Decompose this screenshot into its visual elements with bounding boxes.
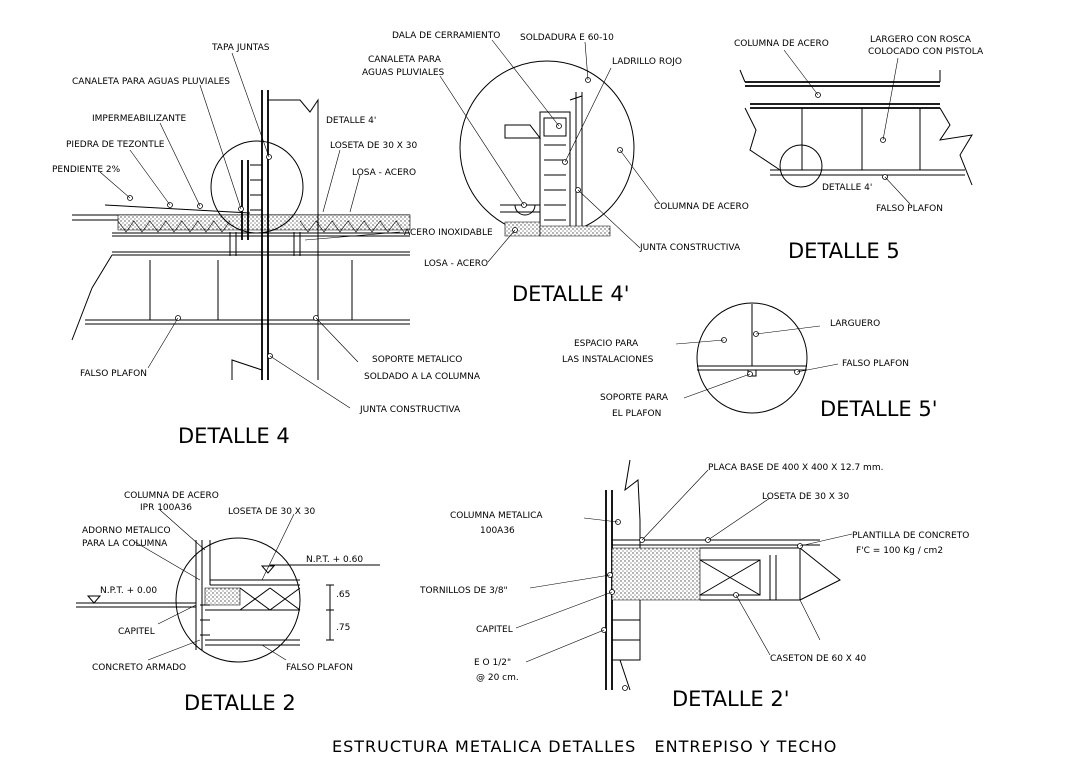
label-estribo: E O 1/2" <box>474 658 511 668</box>
label-concreto-armado: CONCRETO ARMADO <box>92 663 186 673</box>
label-instalaciones: LAS INSTALACIONES <box>562 355 654 365</box>
detalle-4p-drawing <box>439 39 661 263</box>
heading-detalle-5p: DETALLE 5' <box>820 397 937 421</box>
label-junta-constructiva: JUNTA CONSTRUCTIVA <box>639 243 741 253</box>
label-largero-rosca: LARGERO CON ROSCA <box>870 35 972 45</box>
label-aguas-pluviales: AGUAS PLUVIALES <box>362 68 445 78</box>
sheet-title: ESTRUCTURA METALICA DETALLES ENTREPISO Y… <box>332 737 837 756</box>
label-impermeabilizante: IMPERMEABILIZANTE <box>92 114 186 124</box>
label-tapa-juntas: TAPA JUNTAS <box>211 43 270 53</box>
detalle-2-drawing <box>76 509 380 663</box>
detail-callout-circle <box>459 60 635 236</box>
label-columna-metalica: COLUMNA METALICA <box>450 511 543 521</box>
label-plantilla-concreto: PLANTILLA DE CONCRETO <box>852 531 969 541</box>
label-placa-base: PLACA BASE DE 400 X 400 X 12.7 mm. <box>708 463 883 473</box>
label-junta-constructiva: JUNTA CONSTRUCTIVA <box>359 405 461 415</box>
label-piedra-tezontle: PIEDRA DE TEZONTLE <box>66 140 165 150</box>
label-loseta: LOSETA DE 30 X 30 <box>228 507 316 517</box>
label-npt-000: N.P.T. + 0.00 <box>100 586 157 596</box>
label-loseta: LOSETA DE 30 X 30 <box>762 492 850 502</box>
heading-detalle-4: DETALLE 4 <box>178 424 290 448</box>
heading-detalle-2p: DETALLE 2' <box>672 687 789 711</box>
label-npt-060: N.P.T. + 0.60 <box>306 555 363 565</box>
label-ipr: IPR 100A36 <box>140 503 192 513</box>
label-pendiente: PENDIENTE 2% <box>52 165 121 175</box>
label-losa-acero: LOSA - ACERO <box>424 259 488 269</box>
detalle-2p-drawing <box>515 459 853 691</box>
label-detalle-4-ref: DETALLE 4' <box>326 116 376 126</box>
label-adorno-metalico: ADORNO METALICO <box>82 526 171 536</box>
label-detalle-4-ref: DETALLE 4' <box>822 183 872 193</box>
detail-callout-circle <box>779 144 823 188</box>
label-falso-plafon: FALSO PLAFON <box>842 359 909 369</box>
label-soporte-para: SOPORTE PARA <box>600 393 669 403</box>
label-colocado-pistola: COLOCADO CON PISTOLA <box>868 47 984 57</box>
label-ladrillo-rojo: LADRILLO ROJO <box>612 57 682 67</box>
label-falso-plafon: FALSO PLAFON <box>286 663 353 673</box>
detail-callout-circle <box>175 537 301 663</box>
label-losa-acero: LOSA - ACERO <box>352 168 416 178</box>
label-acero-inoxidable: ACERO INOXIDABLE <box>404 228 493 238</box>
label-el-plafon: EL PLAFON <box>612 409 661 419</box>
label-espacio-para: ESPACIO PARA <box>574 339 639 349</box>
label-tornillos: TORNILLOS DE 3/8" <box>419 586 508 596</box>
label-capitel: CAPITEL <box>118 627 155 637</box>
label-dim-75: .75 <box>336 623 350 633</box>
detalle-5-drawing <box>739 49 973 205</box>
detalle-5p-drawing <box>675 302 839 414</box>
detail-callout-circle <box>210 140 304 234</box>
label-columna-acero: COLUMNA DE ACERO <box>124 491 219 501</box>
label-columna-acero: COLUMNA DE ACERO <box>734 39 829 49</box>
label-loseta: LOSETA DE 30 X 30 <box>330 141 418 151</box>
detalle-4-drawing <box>71 52 411 409</box>
label-canaleta-para: CANALETA PARA <box>368 55 442 65</box>
label-falso-plafon: FALSO PLAFON <box>80 369 147 379</box>
label-columna-acero: COLUMNA DE ACERO <box>654 202 749 212</box>
label-resistencia: F'C = 100 Kg / cm2 <box>856 546 943 556</box>
label-falso-plafon: FALSO PLAFON <box>876 204 943 214</box>
label-dim-65: .65 <box>336 590 350 600</box>
label-canaleta: CANALETA PARA AGUAS PLUVIALES <box>72 77 230 87</box>
label-soldado-columna: SOLDADO A LA COLUMNA <box>364 372 481 382</box>
label-larguero: LARGUERO <box>830 319 880 329</box>
heading-detalle-5: DETALLE 5 <box>788 239 900 263</box>
label-dala-cerramiento: DALA DE CERRAMIENTO <box>392 31 500 41</box>
label-soporte-metalico: SOPORTE METALICO <box>372 355 462 365</box>
detail-callout-circle <box>696 302 808 414</box>
label-caseton: CASETON DE 60 X 40 <box>770 654 867 664</box>
label-100a36: 100A36 <box>480 526 515 536</box>
heading-detalle-2: DETALLE 2 <box>184 691 296 715</box>
label-capitel: CAPITEL <box>476 625 513 635</box>
label-soldadura: SOLDADURA E 60-10 <box>520 33 614 43</box>
heading-detalle-4p: DETALLE 4' <box>512 282 629 306</box>
label-separacion: @ 20 cm. <box>476 673 519 683</box>
label-para-columna: PARA LA COLUMNA <box>82 539 168 549</box>
